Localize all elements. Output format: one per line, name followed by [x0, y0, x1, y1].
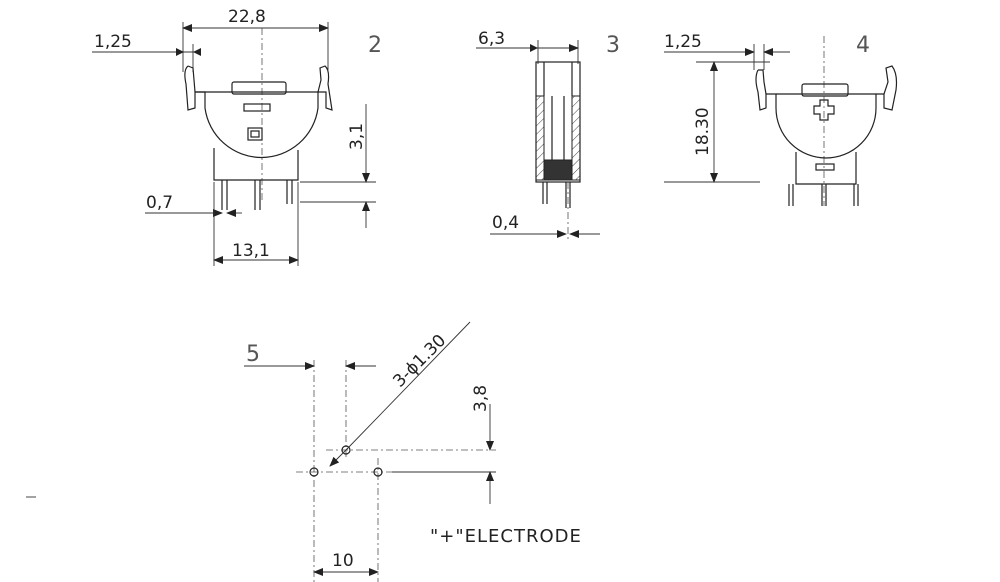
- view-2-slot: [243, 103, 271, 112]
- hole-right: [373, 467, 383, 477]
- dim-top-width: 22,8: [228, 7, 266, 27]
- view-4-base: [795, 152, 857, 185]
- view-3-base-block: [543, 159, 573, 181]
- view-2: 2 22,8 1,25: [92, 7, 382, 266]
- view-3: 3 6,3 0,4: [476, 29, 620, 242]
- view-3-wall-right: [571, 95, 581, 181]
- view-4: 4 1,25 18.30: [664, 32, 898, 206]
- view-2-window: [247, 127, 263, 141]
- view-2-number: 2: [368, 33, 382, 58]
- dim-height: 3,1: [347, 123, 367, 150]
- view-2-clip: [231, 81, 287, 95]
- view-2-window-inner: [250, 130, 260, 138]
- view-4-clip: [801, 83, 849, 97]
- view-3-number: 3: [606, 33, 620, 58]
- view-2-left-tab: [187, 65, 196, 93]
- view-4-number: 4: [856, 33, 870, 58]
- leader-hole-dia: [345, 321, 471, 451]
- hole-left: [309, 467, 319, 477]
- dim-pin-thickness: 0,4: [492, 213, 519, 233]
- view-2-body: [184, 65, 333, 158]
- dim-tab-offset: 1,25: [94, 32, 132, 52]
- dim-pin-span: 13,1: [232, 241, 270, 261]
- dim-pin-width: 0,7: [146, 193, 173, 213]
- hole-top: [341, 445, 351, 455]
- pcb-footprint: 5 3-ϕ1.30 3,8 10 "+"ELECTRODE: [244, 321, 582, 582]
- dim-thickness: 6,3: [478, 29, 505, 49]
- plus-symbol: [813, 99, 835, 121]
- view-3-wall-left: [535, 95, 545, 181]
- electrode-caption: "+"ELECTRODE: [430, 526, 582, 547]
- dim-hole-dia: 3-ϕ1.30: [389, 331, 450, 392]
- view-4-body: [755, 65, 898, 159]
- dim-hole-offset-y: 3,8: [471, 385, 491, 412]
- dim-pitch: 10: [332, 551, 354, 571]
- dim-tab-offset-4: 1,25: [664, 32, 702, 52]
- dim-hole-offset-x: 5: [246, 342, 260, 367]
- dim-height-4: 18.30: [693, 107, 713, 156]
- view-2-base: [213, 148, 299, 181]
